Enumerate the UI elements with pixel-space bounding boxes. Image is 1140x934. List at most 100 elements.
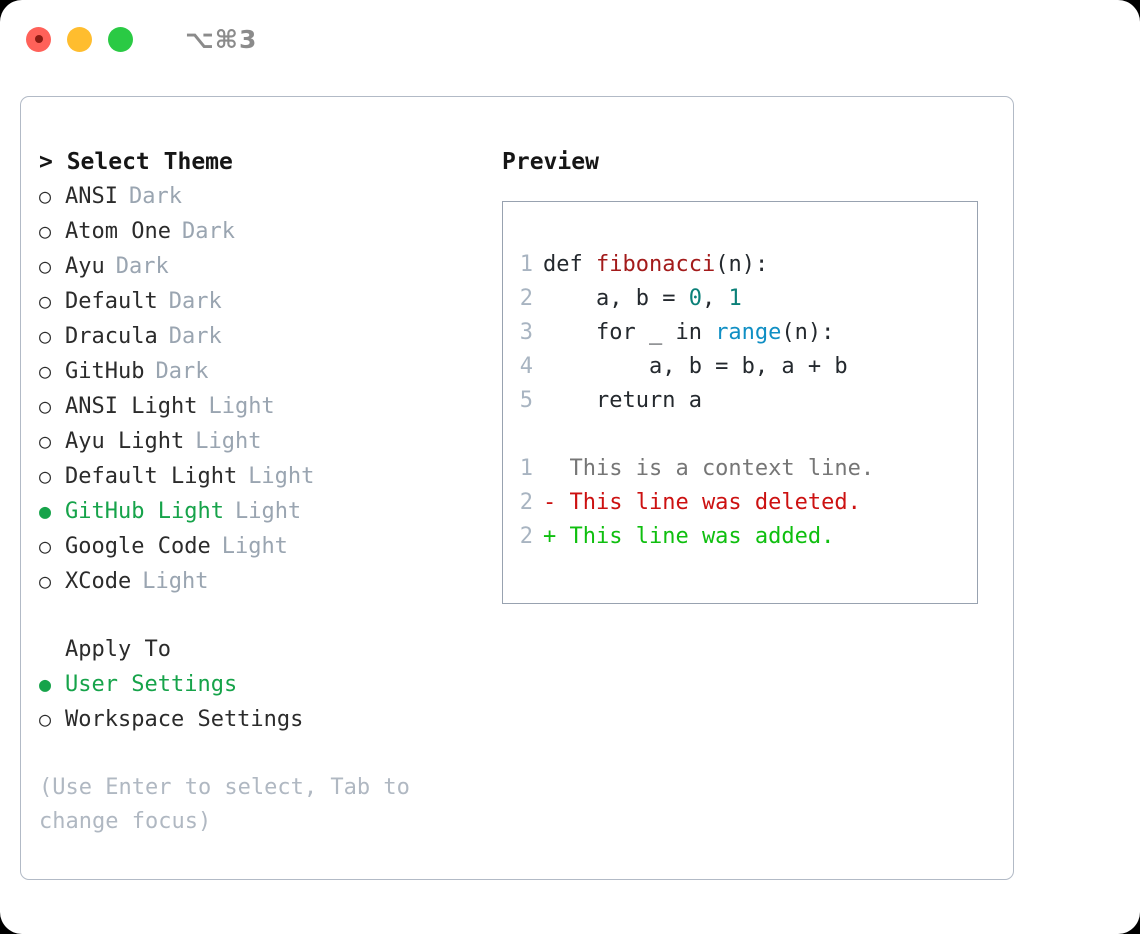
line-number: 4 bbox=[519, 354, 533, 379]
theme-option-ansi-light[interactable]: ○ ANSI Light Light bbox=[39, 389, 494, 424]
diff-line-ctx: 1 This is a context line. bbox=[503, 452, 977, 486]
diff-line-del: 2 - This line was deleted. bbox=[503, 486, 977, 520]
theme-option-tag: Light bbox=[208, 394, 275, 419]
minimize-button[interactable] bbox=[67, 26, 92, 52]
theme-option-label: Ayu Light bbox=[65, 429, 185, 454]
radio-unselected-icon: ○ bbox=[39, 464, 52, 488]
theme-option-google-code[interactable]: ○ Google Code Light bbox=[39, 529, 494, 564]
theme-option-github[interactable]: ○ GitHub Dark bbox=[39, 354, 494, 389]
section-spacer bbox=[39, 599, 494, 633]
code-token-plain: (n): bbox=[781, 320, 835, 345]
theme-option-tag: Light bbox=[234, 499, 302, 524]
theme-option-label: Dracula bbox=[65, 324, 158, 349]
theme-option-ayu-light[interactable]: ○ Ayu Light Light bbox=[39, 424, 494, 459]
apply-to-option-user-settings[interactable]: ●User Settings bbox=[39, 667, 494, 702]
diff-line-add: 2+ This line was added. bbox=[503, 520, 977, 554]
theme-option-label: Ayu bbox=[65, 254, 105, 279]
code-line: 5 return a bbox=[503, 384, 977, 418]
line-number: 2 bbox=[519, 490, 533, 515]
close-button[interactable] bbox=[26, 26, 51, 52]
theme-option-github-light[interactable]: ● GitHub Light Light bbox=[39, 494, 494, 529]
theme-option-tag: Light bbox=[142, 569, 209, 594]
window-controls bbox=[26, 26, 133, 52]
code-token-plain: def bbox=[543, 252, 596, 277]
theme-option-label: Default bbox=[65, 289, 158, 314]
code-token-plain: a, b = bbox=[543, 286, 689, 311]
code-token-plain: a, b = b, a + b bbox=[543, 354, 848, 379]
diff-sample: 1 This is a context line. 2 - This line wa… bbox=[503, 452, 977, 554]
radio-unselected-icon: ○ bbox=[39, 394, 52, 418]
diff-line-text: This is a context line. bbox=[543, 456, 875, 481]
radio-unselected-icon: ○ bbox=[39, 569, 52, 593]
theme-option-tag: Dark bbox=[181, 219, 235, 244]
apply-to-heading: Apply To bbox=[65, 637, 171, 662]
line-number: 1 bbox=[519, 252, 533, 277]
code-line: 3 for _ in range(n): bbox=[503, 316, 977, 350]
theme-option-tag: Dark bbox=[168, 324, 222, 349]
code-diff-spacer bbox=[503, 418, 977, 452]
code-token-num: 0 bbox=[688, 286, 702, 311]
theme-option-label: ANSI Light bbox=[65, 394, 198, 419]
theme-option-tag: Light bbox=[195, 429, 262, 454]
radio-unselected-icon: ○ bbox=[39, 534, 52, 558]
theme-option-label: Default Light bbox=[65, 464, 238, 489]
apply-to-list[interactable]: ●User Settings ○ Workspace Settings bbox=[39, 667, 494, 737]
radio-unselected-icon: ○ bbox=[39, 219, 52, 243]
title-bar: ⌥⌘3 bbox=[0, 0, 1140, 78]
line-number: 2 bbox=[519, 524, 533, 549]
code-line: 2 a, b = 0, 1 bbox=[503, 282, 977, 316]
theme-option-ansi[interactable]: ○ ANSI Dark bbox=[39, 179, 494, 214]
theme-option-default-light[interactable]: ○ Default Light Light bbox=[39, 459, 494, 494]
theme-option-label: XCode bbox=[65, 569, 132, 594]
radio-selected-icon: ● bbox=[39, 672, 52, 696]
code-token-num: 1 bbox=[728, 286, 742, 311]
code-token-plain: , bbox=[701, 286, 729, 311]
line-number: 1 bbox=[519, 456, 533, 481]
radio-unselected-icon: ○ bbox=[39, 359, 52, 383]
code-token-call: range bbox=[715, 320, 782, 345]
line-number: 3 bbox=[519, 320, 533, 345]
radio-unselected-icon: ○ bbox=[39, 254, 52, 278]
theme-option-label: GitHub Light bbox=[65, 499, 224, 524]
theme-option-atom-one[interactable]: ○ Atom One Dark bbox=[39, 214, 494, 249]
line-number: 2 bbox=[519, 286, 533, 311]
zoom-button[interactable] bbox=[108, 26, 133, 52]
line-number: 5 bbox=[519, 388, 533, 413]
apply-to-option-workspace-settings[interactable]: ○ Workspace Settings bbox=[39, 702, 494, 737]
theme-option-label: Atom One bbox=[65, 219, 171, 244]
select-theme-heading: > Select Theme bbox=[39, 149, 233, 175]
code-token-plain: (n): bbox=[715, 252, 769, 277]
radio-unselected-icon: ○ bbox=[39, 429, 52, 453]
radio-selected-icon: ● bbox=[39, 499, 52, 523]
keyboard-shortcut-label: ⌥⌘3 bbox=[185, 24, 258, 54]
theme-option-xcode[interactable]: ○ XCode Light bbox=[39, 564, 494, 599]
diff-line-text: - This line was deleted. bbox=[543, 490, 861, 515]
theme-option-label: GitHub bbox=[65, 359, 145, 384]
theme-option-tag: Light bbox=[248, 464, 315, 489]
apply-to-option-label: Workspace Settings bbox=[65, 707, 304, 732]
keyboard-hint-text: (Use Enter to select, Tab to change focu… bbox=[39, 775, 410, 834]
theme-option-tag: Light bbox=[221, 534, 288, 559]
code-token-plain: for _ in bbox=[543, 320, 716, 345]
code-line: 4 a, b = b, a + b bbox=[503, 350, 977, 384]
radio-unselected-icon: ○ bbox=[39, 184, 52, 208]
preview-heading: Preview bbox=[502, 149, 599, 175]
theme-option-label: Google Code bbox=[65, 534, 211, 559]
theme-option-label: ANSI bbox=[65, 184, 118, 209]
radio-unselected-icon: ○ bbox=[39, 707, 52, 731]
theme-option-tag: Dark bbox=[155, 359, 209, 384]
theme-option-tag: Dark bbox=[128, 184, 182, 209]
theme-option-tag: Dark bbox=[115, 254, 169, 279]
theme-option-ayu[interactable]: ○ Ayu Dark bbox=[39, 249, 494, 284]
code-token-plain: return a bbox=[543, 388, 702, 413]
